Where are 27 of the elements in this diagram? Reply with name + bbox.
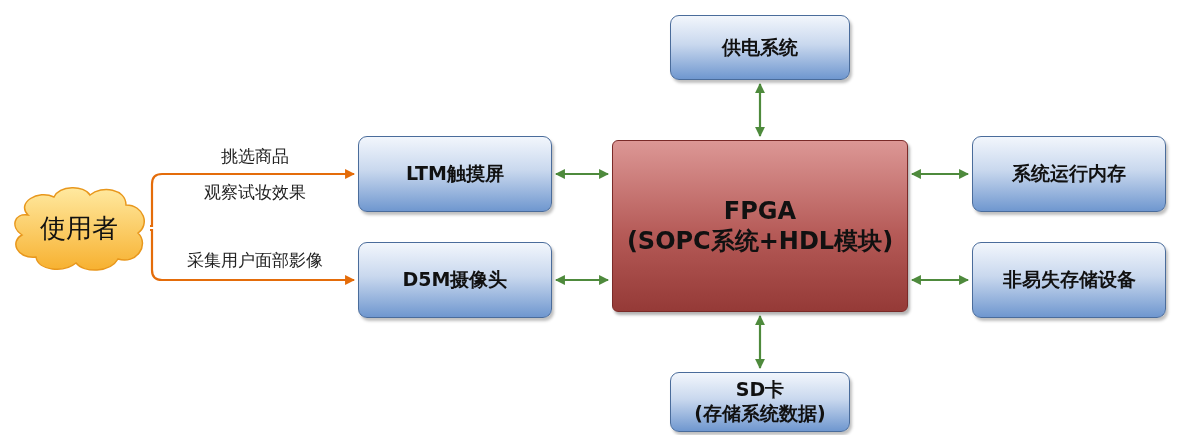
- arrow: [755, 315, 765, 369]
- node-label: 使用者: [40, 211, 118, 245]
- edge-label: 采集用户面部影像: [184, 248, 326, 272]
- module-box: [972, 136, 1166, 212]
- node-label: 非易失存储设备: [1002, 268, 1136, 292]
- arrow: [911, 275, 969, 285]
- arrow: [555, 275, 609, 285]
- annotation-text: 观察试妆效果: [201, 180, 309, 204]
- arrow: [149, 228, 355, 285]
- node-label: FPGA: [723, 196, 797, 226]
- module-box: [670, 15, 850, 80]
- arrow: [149, 169, 355, 228]
- arrow: [755, 83, 765, 137]
- node-label: SD卡: [735, 378, 785, 402]
- module-box: [972, 242, 1166, 318]
- processor-box: [612, 140, 908, 312]
- module-box: [358, 242, 552, 318]
- module-box: [670, 372, 850, 432]
- node-label: LTM触摸屏: [406, 162, 504, 186]
- node-label: 供电系统: [722, 35, 798, 60]
- node-label: (SOPC系统+HDL模块): [626, 226, 894, 256]
- module-box: [358, 136, 552, 212]
- node-label: D5M摄像头: [402, 268, 508, 292]
- arrow: [911, 169, 969, 179]
- node-label: (存储系统数据): [694, 402, 826, 426]
- arrow: [555, 169, 609, 179]
- node-label: 系统运行内存: [1012, 162, 1126, 186]
